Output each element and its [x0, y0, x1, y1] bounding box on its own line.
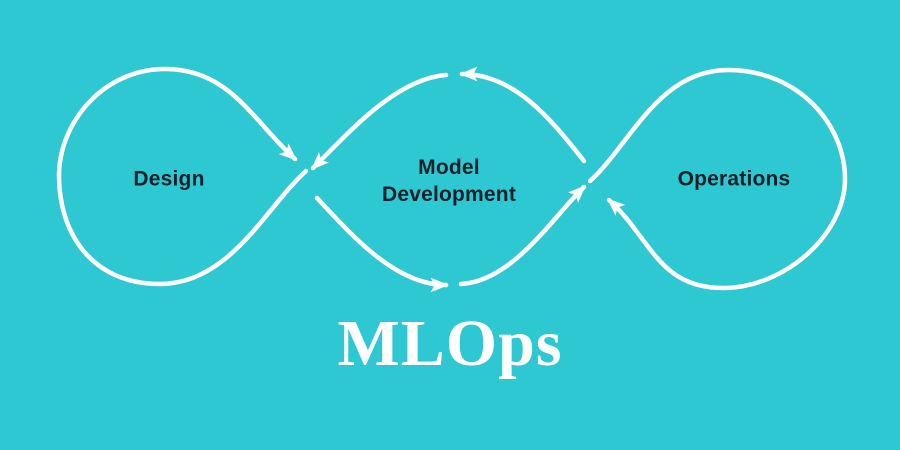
- model-bottom-curve-left: [314, 195, 449, 293]
- stage-label-model-development-line2: Development: [381, 183, 517, 206]
- model-bottom-curve-right: [458, 184, 587, 287]
- model-top-curve-right: [459, 66, 587, 164]
- stage-label-model-development: Model Development: [382, 154, 516, 208]
- stage-label-design: Design: [133, 167, 205, 191]
- design-loop-curve: [56, 66, 309, 287]
- diagram-title: MLOps: [337, 307, 563, 380]
- stage-label-operations: Operations: [677, 167, 791, 191]
- operations-loop-curve: [587, 67, 848, 291]
- stage-label-model-development-line1: Model: [418, 156, 480, 179]
- model-top-curve-left: [310, 72, 449, 171]
